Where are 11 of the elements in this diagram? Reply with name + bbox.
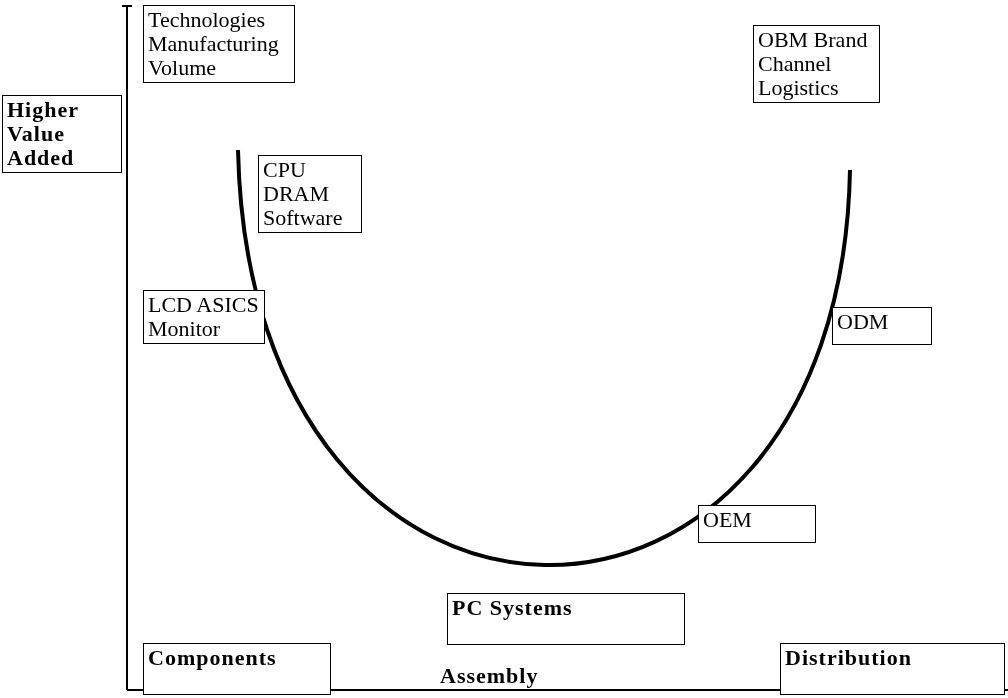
text-box: Higher Value Added (2, 95, 122, 173)
text-box: OBM Brand Channel Logistics (753, 25, 880, 103)
text-box: Distribution (780, 643, 1005, 695)
text-box: CPU DRAM Software (258, 155, 362, 233)
text-box: PC Systems (447, 593, 685, 645)
axis-label: Assembly (440, 663, 539, 689)
text-box: LCD ASICS Monitor (143, 290, 265, 344)
text-box: ODM (832, 307, 932, 345)
text-box: OEM (698, 505, 816, 543)
text-box: Technologies Manufacturing Volume (143, 5, 295, 83)
text-box: Components (143, 643, 331, 695)
